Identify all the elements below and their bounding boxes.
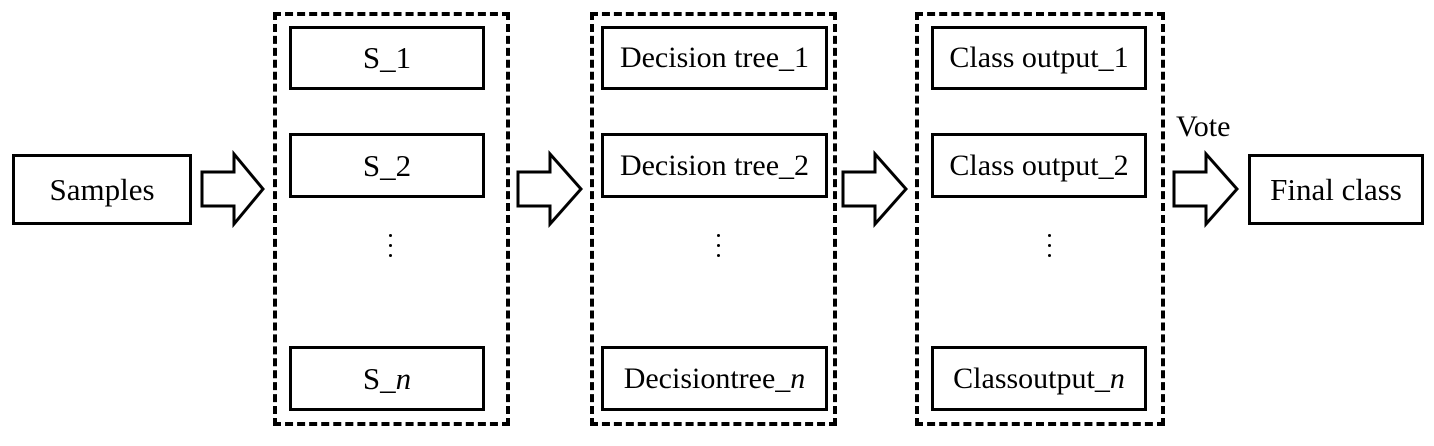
tree-label-1: Decision tree_1 [619, 41, 810, 74]
final-class-label: Final class [1270, 171, 1402, 207]
vote-label: Vote [1176, 110, 1231, 143]
trees-group [590, 12, 837, 426]
subset-box-2: S_2 [289, 133, 485, 198]
tree-box-n: Decisiontree_n [601, 346, 828, 411]
output-label-1: Class output_1 [949, 41, 1129, 74]
arrow-trees-to-outputs [841, 150, 909, 228]
subsets-group [273, 12, 510, 426]
samples-box: Samples [12, 154, 192, 225]
subset-box-1: S_1 [289, 26, 485, 90]
subset-label-1: S_1 [362, 40, 412, 75]
subset-label-2: S_2 [362, 147, 412, 183]
outputs-group [915, 12, 1165, 426]
samples-label: Samples [49, 171, 155, 207]
arrow-vote-to-final [1172, 150, 1240, 228]
final-class-box: Final class [1248, 154, 1424, 225]
subset-ellipsis [385, 234, 395, 257]
tree-box-1: Decision tree_1 [601, 26, 828, 90]
output-box-2: Class output_2 [931, 133, 1147, 198]
output-box-1: Class output_1 [931, 26, 1147, 90]
arrow-samples-to-subsets [200, 149, 265, 229]
subset-label-n: S_n [362, 360, 412, 396]
tree-label-n: Decisiontree_n [623, 361, 806, 395]
output-label-2: Class output_2 [949, 148, 1129, 182]
arrow-subsets-to-trees [516, 150, 584, 228]
output-label-n: Classoutput_n [953, 361, 1125, 395]
tree-label-2: Decision tree_2 [619, 148, 810, 182]
tree-box-2: Decision tree_2 [601, 133, 828, 198]
output-ellipsis [1044, 234, 1054, 257]
output-box-n: Classoutput_n [931, 346, 1147, 411]
subset-box-n: S_n [289, 346, 485, 411]
tree-ellipsis [713, 234, 723, 257]
